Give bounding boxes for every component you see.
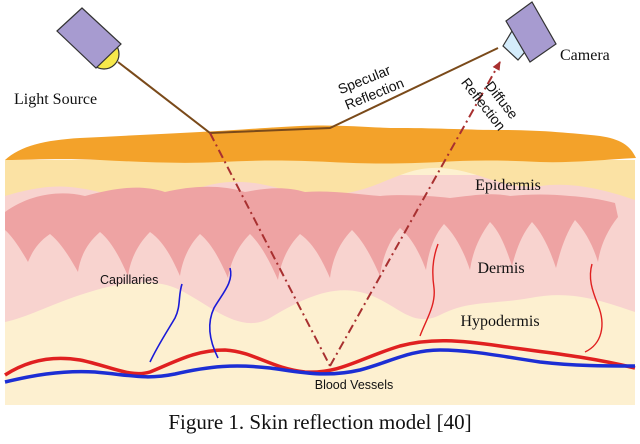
capillary-center bbox=[208, 267, 232, 359]
blood-vessel-blue bbox=[4, 348, 636, 384]
skin-surface-layer bbox=[5, 125, 636, 164]
capillaries-label: Capillaries bbox=[100, 273, 158, 287]
incident-ray-into-skin bbox=[209, 132, 331, 367]
incident-ray bbox=[117, 61, 211, 134]
camera-label: Camera bbox=[560, 47, 610, 64]
light-source-label: Light Source bbox=[14, 91, 97, 108]
capillary-right-1 bbox=[419, 243, 439, 337]
light-housing-icon bbox=[56, 7, 122, 69]
capillary-left bbox=[149, 283, 183, 363]
diffuse-reflection-ray bbox=[329, 61, 501, 367]
specular-reflection-ray bbox=[209, 47, 499, 134]
dermis-wave-layer bbox=[5, 186, 618, 280]
blood-vessels-label: Blood Vessels bbox=[315, 378, 394, 392]
hypodermis-label: Hypodermis bbox=[460, 313, 539, 330]
dermis-label: Dermis bbox=[477, 260, 524, 277]
figure-caption: Figure 1. Skin reflection model [40] bbox=[168, 410, 472, 434]
epidermis-layer bbox=[5, 160, 635, 200]
capillary-right-2 bbox=[584, 263, 603, 353]
camera-body-icon bbox=[505, 1, 557, 63]
light-source-icon bbox=[56, 7, 122, 70]
camera-icon bbox=[502, 1, 557, 63]
epidermis-label: Epidermis bbox=[475, 177, 541, 194]
